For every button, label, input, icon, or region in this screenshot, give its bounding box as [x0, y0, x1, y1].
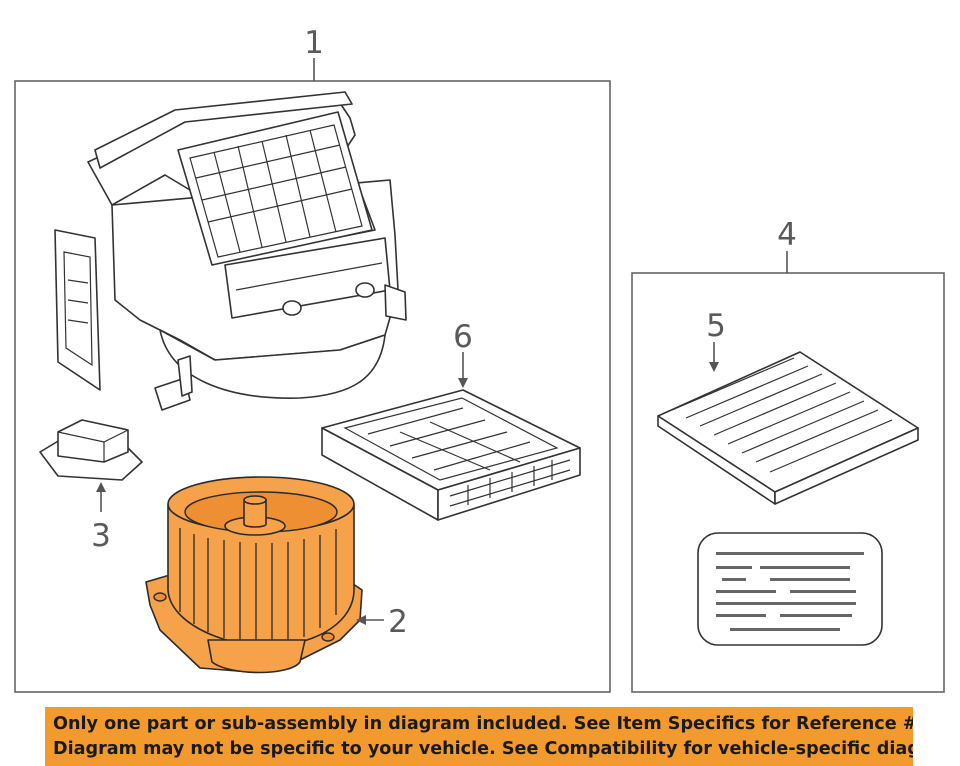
- callout-1: 1: [304, 25, 324, 61]
- group-4-box: 4: [631, 217, 945, 693]
- arrow-icon: [458, 378, 468, 388]
- disclaimer-line-2: Diagram may not be specific to your vehi…: [53, 739, 913, 759]
- group-1-box: 1: [14, 25, 611, 693]
- arrow-icon: [356, 615, 366, 625]
- disclaimer-banner: Only one part or sub-assembly in diagram…: [45, 707, 913, 766]
- callout-6: 6: [453, 319, 473, 355]
- filter-housing-drawing: 6: [321, 319, 581, 521]
- arrow-icon: [709, 362, 719, 372]
- blower-ribs: [179, 528, 337, 645]
- arrow-icon: [96, 482, 106, 492]
- instruction-label-drawing: [697, 532, 883, 646]
- callout-3: 3: [91, 518, 111, 554]
- disclaimer-line-1: Only one part or sub-assembly in diagram…: [53, 714, 913, 734]
- callout-2: 2: [388, 604, 408, 640]
- hvac-housing-drawing: [54, 91, 407, 411]
- callout-5: 5: [706, 308, 726, 344]
- blower-motor-drawing: 2: [145, 476, 408, 674]
- callout-4: 4: [777, 217, 797, 253]
- blower-resistor-drawing: 3: [39, 419, 143, 554]
- cabin-filter-drawing: 5: [657, 308, 919, 505]
